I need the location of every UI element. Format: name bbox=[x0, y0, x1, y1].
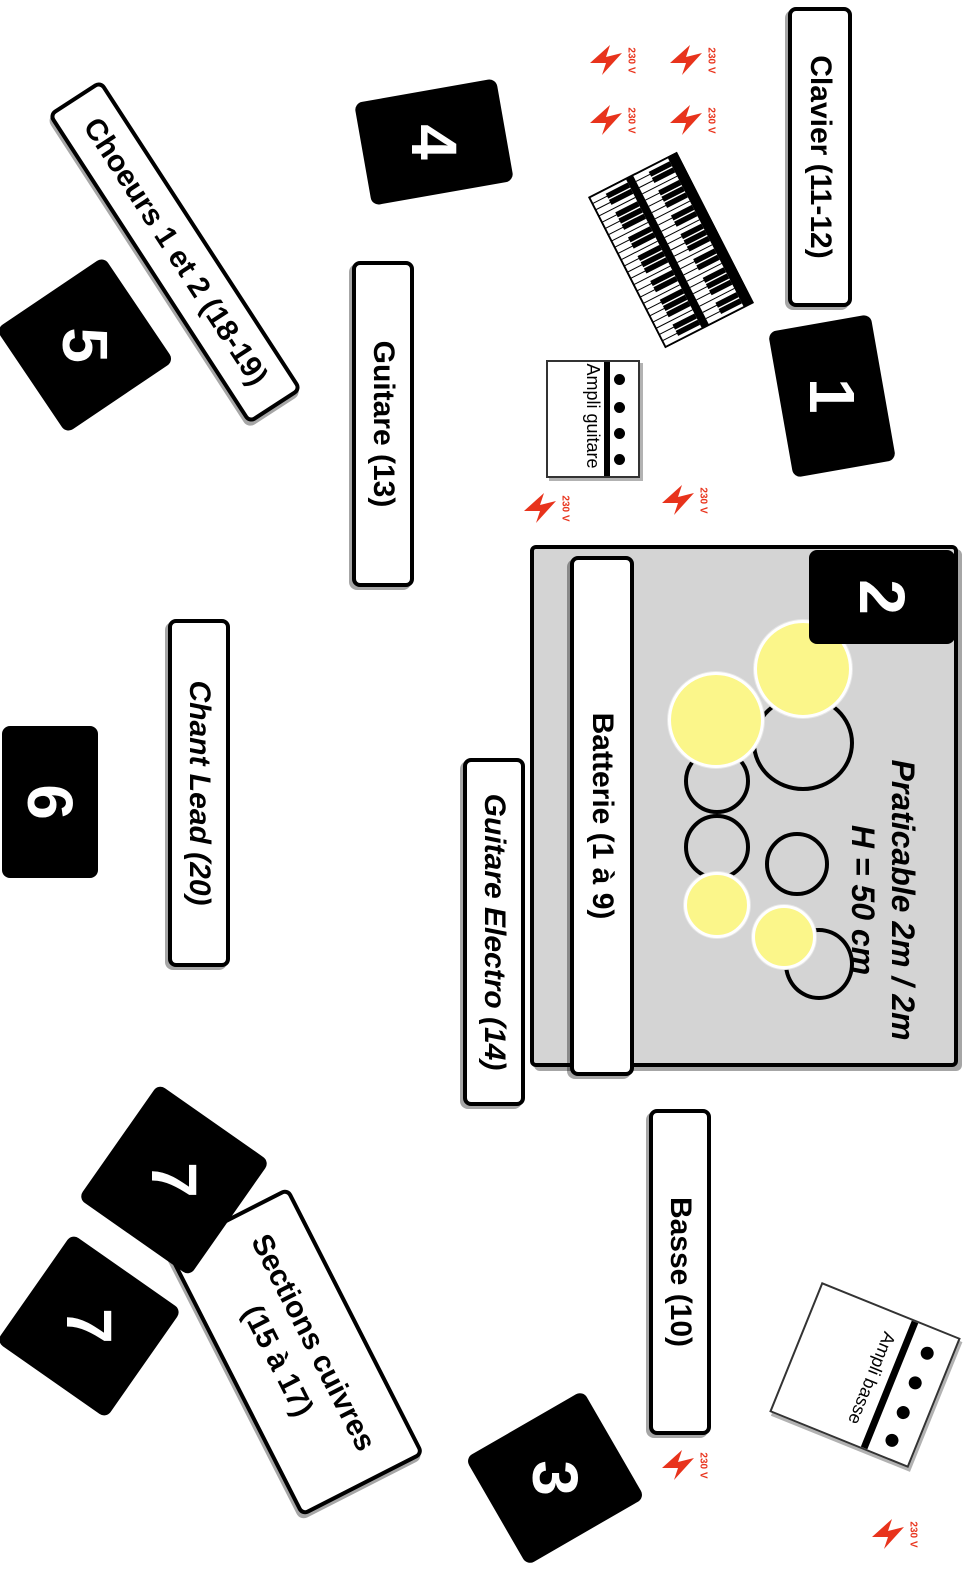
power-outlet-icon: 230 V bbox=[870, 1516, 940, 1552]
monitor-wedge-7b: 7 bbox=[0, 1234, 182, 1419]
cymbal-icon bbox=[752, 905, 816, 969]
monitor-wedge-3: 3 bbox=[465, 1390, 645, 1565]
lead-vocal-label-text: Chant Lead (20) bbox=[182, 680, 216, 905]
drums-label: Batterie (1 à 9) bbox=[570, 556, 634, 1076]
monitor-wedge-4-number: 4 bbox=[397, 124, 471, 160]
bass-amp-icon: Ampli basse bbox=[769, 1282, 961, 1468]
keyboard-label: Clavier (11-12) bbox=[788, 7, 852, 307]
lightning-bolt-icon bbox=[668, 103, 704, 137]
monitor-wedge-2-number: 2 bbox=[845, 579, 919, 615]
lead-vocal-label: Chant Lead (20) bbox=[168, 619, 230, 967]
monitor-wedge-1-number: 1 bbox=[795, 378, 869, 414]
riser-caption: Praticable 2m / 2m H = 50 cm bbox=[838, 730, 928, 1070]
power-outlet-icon: 230 V bbox=[588, 42, 658, 78]
guitar-amp-label: Ampli guitare bbox=[583, 363, 603, 468]
monitor-wedge-7b-number: 7 bbox=[52, 1308, 126, 1344]
lightning-bolt-icon bbox=[660, 1448, 696, 1482]
power-outlet-voltage: 230 V bbox=[560, 495, 571, 521]
guitar-amp-icon: Ampli guitare bbox=[546, 360, 640, 478]
bass-label-text: Basse (10) bbox=[663, 1197, 697, 1347]
lightning-bolt-icon bbox=[588, 43, 624, 77]
lightning-bolt-icon bbox=[522, 491, 558, 525]
power-outlet-icon: 230 V bbox=[588, 102, 658, 138]
electric-guitar-label-text: Guitare Electro (14) bbox=[477, 794, 511, 1071]
power-outlet-voltage: 230 V bbox=[626, 107, 637, 133]
power-outlet-voltage: 230 V bbox=[698, 1452, 709, 1478]
power-outlet-voltage: 230 V bbox=[698, 487, 709, 513]
monitor-wedge-5: 5 bbox=[0, 256, 174, 433]
lightning-bolt-icon bbox=[588, 103, 624, 137]
cymbal-icon bbox=[684, 872, 750, 938]
bass-label: Basse (10) bbox=[649, 1109, 711, 1435]
cymbal-icon bbox=[668, 672, 764, 768]
lightning-bolt-icon bbox=[660, 483, 696, 517]
power-outlet-icon: 230 V bbox=[668, 102, 738, 138]
power-outlet-voltage: 230 V bbox=[908, 1521, 919, 1547]
power-outlet-icon: 230 V bbox=[660, 1447, 730, 1483]
guitar-label: Guitare (13) bbox=[352, 261, 414, 587]
power-outlet-icon: 230 V bbox=[668, 42, 738, 78]
monitor-wedge-6-number: 6 bbox=[13, 784, 87, 820]
power-outlet-voltage: 230 V bbox=[706, 107, 717, 133]
keyboard-label-text: Clavier (11-12) bbox=[803, 55, 837, 258]
power-outlet-icon: 230 V bbox=[522, 490, 592, 526]
power-outlet-voltage: 230 V bbox=[706, 47, 717, 73]
keyboard-icon bbox=[588, 152, 754, 349]
electric-guitar-label: Guitare Electro (14) bbox=[463, 758, 525, 1106]
monitor-wedge-1: 1 bbox=[768, 314, 896, 478]
drum-icon bbox=[684, 814, 750, 880]
lightning-bolt-icon bbox=[870, 1517, 906, 1551]
drum-icon bbox=[765, 832, 829, 896]
monitor-wedge-7a-number: 7 bbox=[137, 1162, 211, 1198]
monitor-wedge-2: 2 bbox=[809, 550, 955, 644]
lightning-bolt-icon bbox=[668, 43, 704, 77]
riser-size-text: Praticable 2m / 2m bbox=[883, 759, 923, 1040]
power-outlet-voltage: 230 V bbox=[626, 47, 637, 73]
monitor-wedge-5-number: 5 bbox=[48, 327, 122, 363]
power-outlet-icon: 230 V bbox=[660, 482, 730, 518]
guitar-label-text: Guitare (13) bbox=[366, 341, 400, 508]
monitor-wedge-3-number: 3 bbox=[518, 1460, 592, 1496]
drums-label-text: Batterie (1 à 9) bbox=[585, 713, 619, 920]
monitor-wedge-4: 4 bbox=[354, 78, 514, 205]
monitor-wedge-6: 6 bbox=[2, 726, 98, 878]
